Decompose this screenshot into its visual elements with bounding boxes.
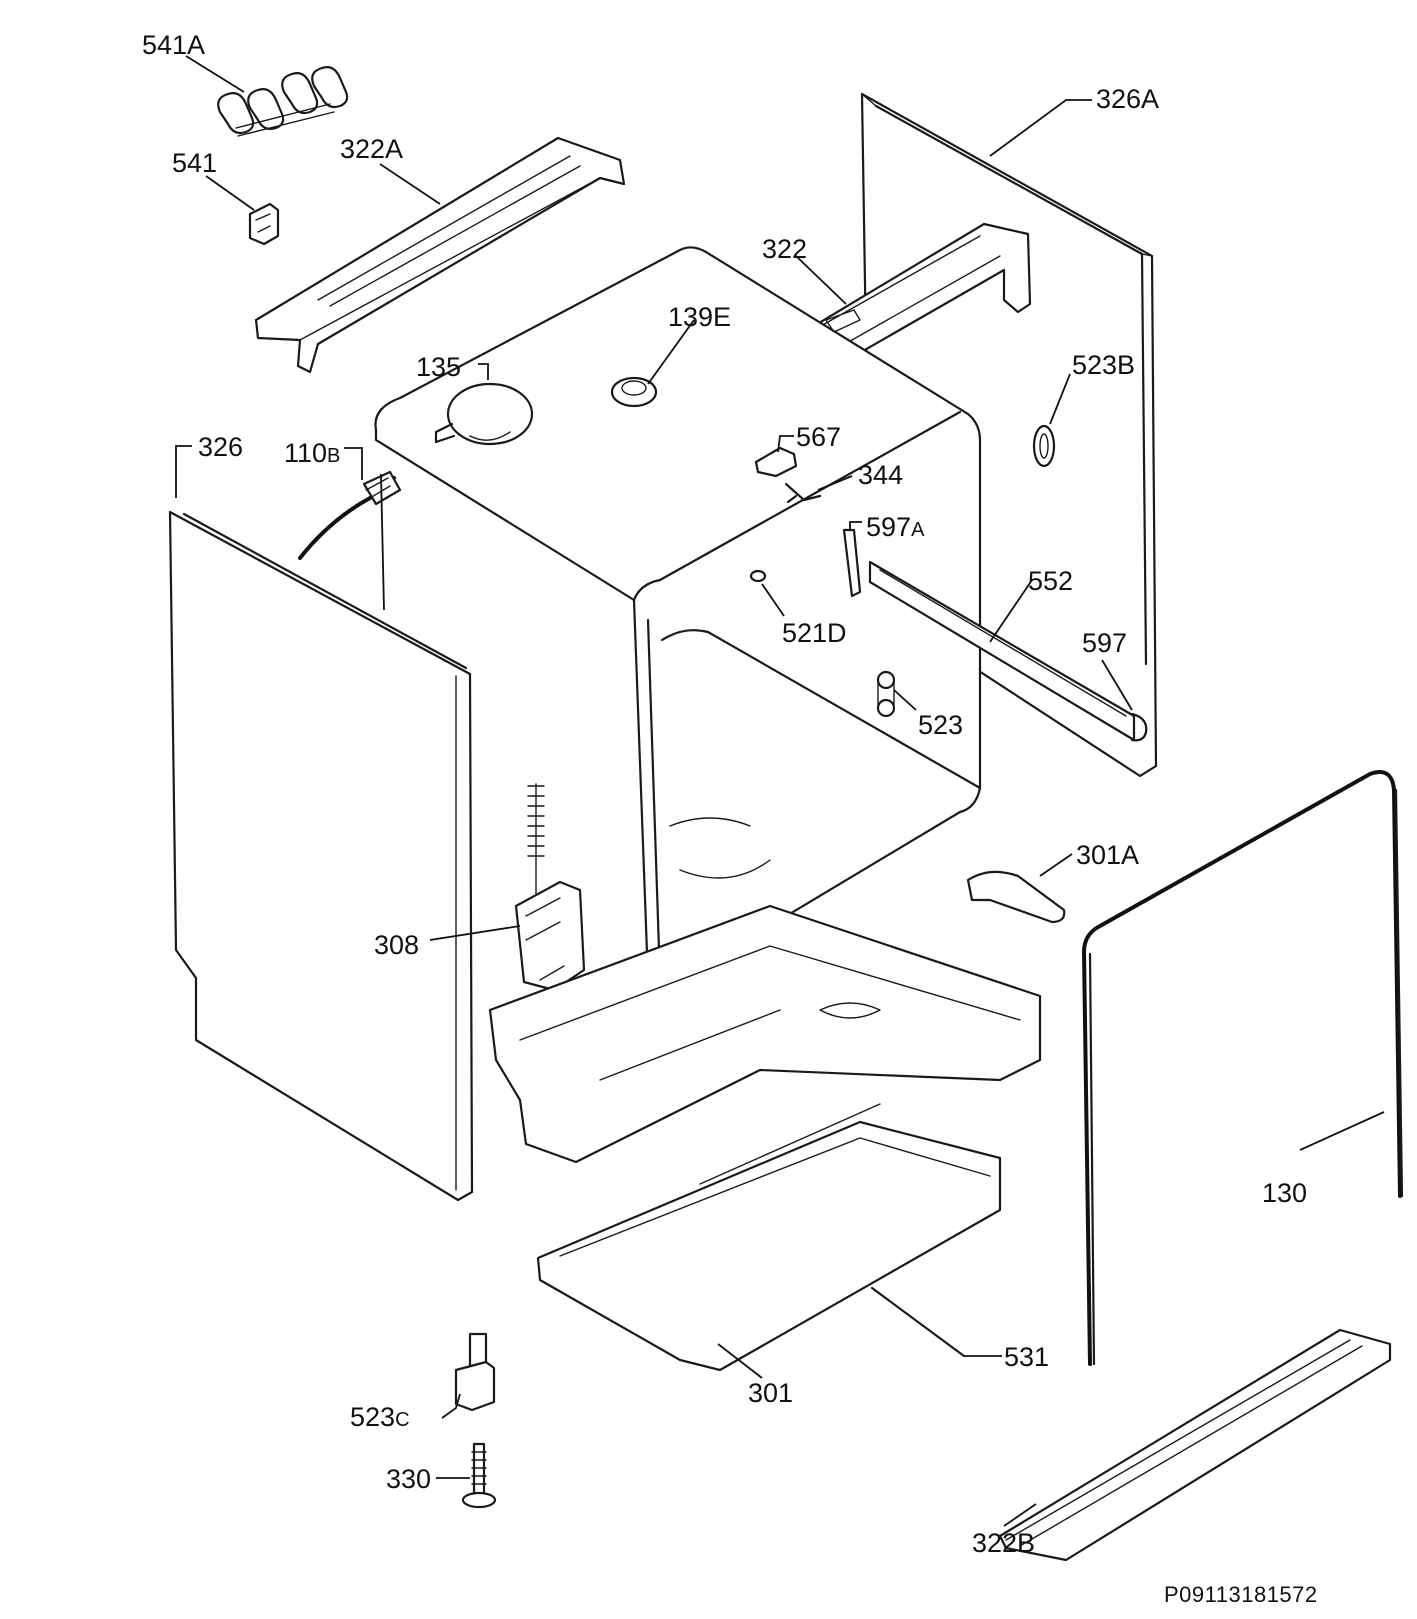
label-139e: 139E <box>668 302 732 332</box>
part-541-bracket <box>248 202 280 246</box>
label-322: 322 <box>762 234 808 264</box>
label-523: 523 <box>918 710 964 740</box>
label-130: 130 <box>1262 1178 1308 1208</box>
label-523c: 523C <box>350 1402 410 1432</box>
drawing-code: P09113181572 <box>1164 1582 1318 1607</box>
part-344-spring <box>784 482 822 504</box>
part-523b-guide <box>1032 424 1056 468</box>
part-597-end-clip <box>1130 712 1148 742</box>
part-tub <box>374 246 982 987</box>
label-135: 135 <box>416 352 462 382</box>
part-326-side-panel <box>168 510 474 1202</box>
label-597a: 597A <box>866 512 925 542</box>
part-135-dispenser <box>434 382 534 446</box>
part-322a-rail <box>254 136 626 374</box>
label-301a: 301A <box>1076 840 1140 870</box>
label-567: 567 <box>796 422 842 452</box>
label-541: 541 <box>172 148 218 178</box>
label-330: 330 <box>386 1464 432 1494</box>
part-330-foot <box>461 1442 497 1509</box>
leader-lines <box>175 55 1385 1527</box>
part-base-frame <box>488 904 1042 1372</box>
part-523c-post <box>454 1332 496 1412</box>
part-308-hinge <box>514 783 586 992</box>
part-523-roller <box>876 670 896 718</box>
label-523b: 523B <box>1072 350 1136 380</box>
label-308: 308 <box>374 930 420 960</box>
label-322b: 322B <box>972 1528 1036 1558</box>
label-301: 301 <box>748 1378 794 1408</box>
label-531: 531 <box>1004 1342 1050 1372</box>
label-344: 344 <box>858 460 904 490</box>
part-130-seal <box>1082 770 1404 1366</box>
part-301a-handle <box>966 870 1066 924</box>
label-541a: 541A <box>142 30 206 60</box>
part-567-clip <box>754 446 798 478</box>
part-531-pin <box>870 1286 966 1358</box>
part-521d-plug <box>749 569 767 583</box>
part-139e-vent <box>610 376 658 408</box>
label-322a: 322A <box>340 134 404 164</box>
label-521d: 521D <box>782 618 847 648</box>
part-322b-rail <box>998 1328 1392 1562</box>
part-110b-hose <box>298 470 402 560</box>
label-110b: 110B <box>284 438 341 468</box>
part-541a-clips <box>217 66 349 137</box>
label-552: 552 <box>1028 566 1074 596</box>
label-597: 597 <box>1082 628 1128 658</box>
label-326a: 326A <box>1096 84 1160 114</box>
label-326: 326 <box>198 432 244 462</box>
